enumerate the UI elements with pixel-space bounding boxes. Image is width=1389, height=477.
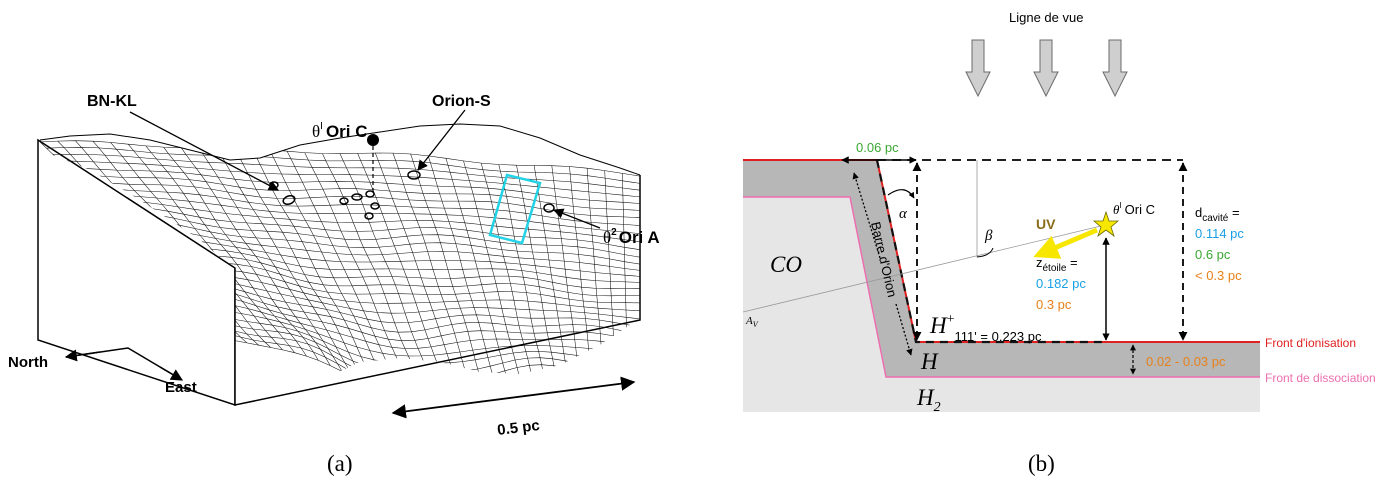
mesh-line xyxy=(169,273,640,320)
z-star-value-1: 0.182 pc xyxy=(1036,276,1086,291)
mesh-line xyxy=(124,225,640,271)
mesh-line xyxy=(46,147,640,184)
mesh-line xyxy=(150,253,640,297)
h-layer-region xyxy=(743,160,1260,377)
barre-arrow-down xyxy=(895,303,913,356)
east-arrowhead xyxy=(159,366,184,381)
mesh-line xyxy=(234,340,640,380)
uv-label: UV xyxy=(1036,216,1056,232)
bnkl-label: BN-KL xyxy=(87,93,137,110)
scale-bar xyxy=(391,376,636,419)
bnkl-arrow xyxy=(129,111,279,191)
observed-region-box xyxy=(488,173,542,245)
orion-s-label: Orion-S xyxy=(432,93,491,110)
mesh-line xyxy=(195,300,640,349)
orion-s-arrow xyxy=(417,109,466,171)
av-label: AV xyxy=(745,315,759,329)
mesh-line xyxy=(202,307,640,357)
barre-arrow-up xyxy=(852,172,881,259)
z-star-value-2: 0.3 pc xyxy=(1036,297,1072,312)
mesh-line xyxy=(156,259,640,304)
mesh-line xyxy=(52,154,640,191)
mesh-line xyxy=(117,219,640,265)
mesh-line xyxy=(189,293,640,342)
uv-arrow xyxy=(1033,227,1098,259)
mesh-line xyxy=(104,205,640,250)
ionisation-front-dashes xyxy=(875,159,1105,344)
east-label: East xyxy=(165,379,197,396)
mesh-line xyxy=(182,287,640,335)
mesh-line xyxy=(176,280,640,327)
h-plus-label: H+111' = 0.223 pc xyxy=(929,312,1042,344)
mesh-line xyxy=(143,246,640,289)
alpha-label: α xyxy=(899,206,908,222)
theta2-arrow xyxy=(553,208,601,229)
d-cavity-value-1: 0.114 pc xyxy=(1195,226,1244,241)
mesh-line xyxy=(65,166,640,204)
terrain-mesh xyxy=(40,140,640,380)
scale-label: 0.5 pc xyxy=(496,417,540,439)
mesh-line xyxy=(78,179,640,218)
mesh-line xyxy=(163,266,640,312)
h2-label: H2 xyxy=(916,385,941,415)
thickness-label: 0.02 - 0.03 pc xyxy=(1146,354,1226,369)
beta-label: β xyxy=(984,228,993,244)
alpha-arc xyxy=(887,189,915,199)
d-cavity-value-2: 0.6 pc xyxy=(1195,247,1231,262)
ionisation-front-line xyxy=(743,159,1260,343)
north-arrowhead xyxy=(64,349,101,362)
los-arrow-3 xyxy=(1102,39,1128,98)
theta1-ori-c-star xyxy=(1092,210,1120,238)
h2-region xyxy=(743,197,1260,412)
caption-b: (b) xyxy=(1028,451,1055,476)
los-arrow-1 xyxy=(965,39,991,98)
mesh-line xyxy=(111,212,640,258)
line-of-sight-label: Ligne de vue xyxy=(1009,10,1083,25)
z-star-label: zétoile = xyxy=(1036,255,1078,274)
width-label: 0.06 pc xyxy=(856,140,899,155)
line-of-sight-arrows xyxy=(965,39,1128,98)
panel-b-schematic: Ligne de vue 0.06 pc α β UV xyxy=(742,10,1376,476)
block-front-face xyxy=(234,175,641,406)
los-arrow-2 xyxy=(1033,39,1059,98)
dissociation-front-label: Front de dissociation xyxy=(1265,371,1376,385)
theta1-ori-c-star-dot xyxy=(367,134,379,146)
north-label: North xyxy=(8,354,48,371)
dissociation-front-line xyxy=(743,196,1260,378)
mesh-line xyxy=(137,239,640,283)
beta-arc xyxy=(976,247,994,258)
mesh-line xyxy=(59,160,640,198)
mesh-line xyxy=(98,199,640,243)
mesh-line xyxy=(40,140,640,177)
ionisation-front-label: Front d'ionisation xyxy=(1265,336,1356,350)
block-left-face xyxy=(37,138,236,407)
co-label: CO xyxy=(770,252,802,277)
mesh-line xyxy=(85,186,640,226)
caption-a: (a) xyxy=(327,451,353,476)
d-cavity-label: dcavité = xyxy=(1195,205,1240,224)
mesh-line xyxy=(130,232,640,277)
mesh-line xyxy=(72,173,640,211)
d-cavity-value-3: < 0.3 pc xyxy=(1195,268,1242,283)
h-label: H xyxy=(920,349,939,374)
terrain-outline xyxy=(39,123,641,176)
